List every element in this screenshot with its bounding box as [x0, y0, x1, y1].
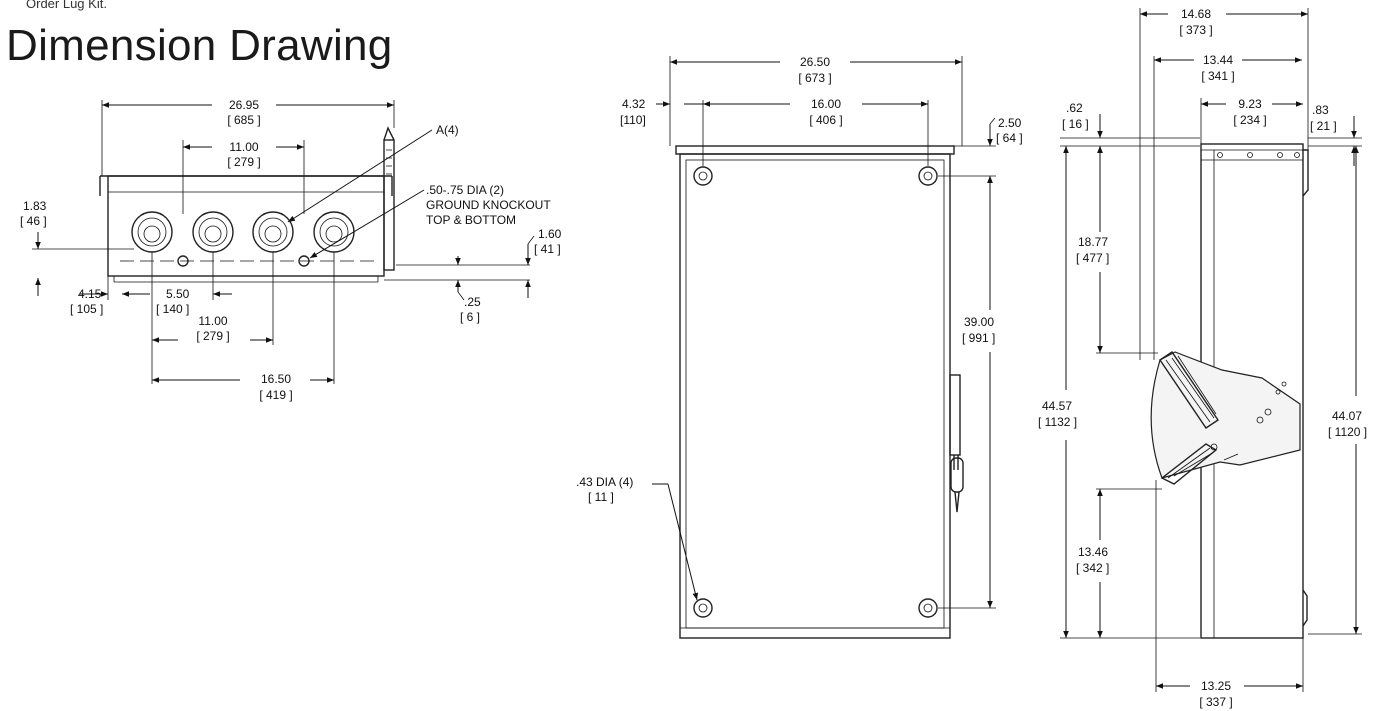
sv-upper-height-in: 18.77 — [1078, 235, 1108, 249]
fv-top-offset-mm: [ 64 ] — [996, 131, 1023, 145]
bv-right-height-in: 1.60 — [538, 227, 562, 241]
fv-hole-dia: .43 DIA (4) — [576, 475, 633, 489]
operating-handle — [1150, 351, 1301, 479]
sv-handle-depth-in: 13.44 — [1203, 53, 1233, 67]
mount-hole-tl — [693, 166, 713, 186]
sv-right-flange-mm: [ 21 ] — [1310, 119, 1337, 133]
bv-span-in: 11.00 — [229, 140, 258, 154]
fv-mount-width-in: 16.00 — [811, 97, 841, 111]
bv-span-mm: [ 279 ] — [227, 155, 260, 169]
ground-ko-line3: TOP & BOTTOM — [426, 213, 516, 227]
sv-upper-height-mm: [ 477 ] — [1076, 251, 1109, 265]
sv-depth-in: 14.68 — [1181, 7, 1211, 21]
fv-hole-dia-mm: [ 11 ] — [588, 490, 614, 504]
sv-body-depth-in: 9.23 — [1238, 97, 1262, 111]
side-view: 14.68 [ 373 ] 13.44 [ 341 ] 9.23 [ 234 ]… — [1038, 7, 1367, 709]
bv-gk-span-in: 11.00 — [198, 314, 227, 328]
handle — [383, 139, 395, 271]
ground-ko-line2: GROUND KNOCKOUT — [426, 198, 551, 212]
mount-hole-bl — [693, 598, 713, 618]
fv-left-offset-mm: [110] — [620, 113, 646, 127]
sv-body-height-in: 44.07 — [1332, 409, 1362, 423]
sv-body-depth-mm: [ 234 ] — [1233, 113, 1266, 127]
sv-right-flange-in: .83 — [1312, 103, 1329, 117]
fv-width-mm: [ 673 ] — [798, 71, 831, 85]
callout-a: A(4) — [436, 123, 459, 137]
bv-left-height-mm: [ 46 ] — [20, 214, 47, 228]
bv-right-height-mm: [ 41 ] — [534, 242, 561, 256]
sv-handle-depth-mm: [ 341 ] — [1201, 69, 1234, 83]
bv-width-mm: [ 685 ] — [227, 113, 260, 127]
sv-top-flange-mm: [ 16 ] — [1062, 117, 1089, 131]
ground-ko-line1: .50-.75 DIA (2) — [426, 183, 504, 197]
front-view-enclosure — [679, 153, 951, 639]
bv-offset-in: .25 — [464, 295, 481, 309]
fv-width-in: 26.50 — [800, 55, 830, 69]
order-note: Order Lug Kit. — [26, 0, 107, 11]
bv-pitch-in: 5.50 — [166, 287, 190, 301]
knockout-group — [131, 211, 355, 253]
sv-overall-height-mm: [ 1132 ] — [1038, 415, 1077, 429]
fv-mount-height-in: 39.00 — [964, 315, 994, 329]
sv-depth-mm: [ 373 ] — [1179, 23, 1212, 37]
bottom-view: 26.95 [ 685 ] 11.00 [ 279 ] A(4) .50-.75… — [20, 98, 562, 402]
fv-left-offset-in: 4.32 — [622, 97, 646, 111]
bv-offset-mm: [ 6 ] — [460, 310, 480, 324]
bv-outer-span-in: 16.50 — [261, 372, 291, 386]
bv-outer-span-mm: [ 419 ] — [259, 388, 292, 402]
sv-lower-height-in: 13.46 — [1078, 545, 1108, 559]
sv-bottom-depth-in: 13.25 — [1201, 679, 1231, 693]
bv-pitch-mm: [ 140 ] — [156, 302, 189, 316]
front-view: 26.50 [ 673 ] 16.00 [ 406 ] 4.32 [110] 2… — [576, 55, 1023, 639]
fv-mount-width-mm: [ 406 ] — [809, 113, 842, 127]
fv-top-offset-in: 2.50 — [998, 116, 1022, 130]
mount-hole-br — [918, 598, 938, 618]
sv-top-flange-in: .62 — [1066, 101, 1083, 115]
bv-edge-mm: [ 105 ] — [70, 302, 103, 316]
sv-lower-height-mm: [ 342 ] — [1076, 561, 1109, 575]
bv-edge-in: 4.15 — [78, 287, 102, 301]
mount-hole-tr — [918, 166, 938, 186]
bv-left-height-in: 1.83 — [23, 199, 47, 213]
bv-gk-span-mm: [ 279 ] — [196, 329, 229, 343]
fv-mount-height-mm: [ 991 ] — [962, 331, 995, 345]
bv-width-in: 26.95 — [229, 98, 259, 112]
page-title: Dimension Drawing — [6, 21, 393, 70]
sv-overall-height-in: 44.57 — [1042, 399, 1072, 413]
sv-body-height-mm: [ 1120 ] — [1328, 425, 1367, 439]
sv-bottom-depth-mm: [ 337 ] — [1199, 695, 1232, 709]
